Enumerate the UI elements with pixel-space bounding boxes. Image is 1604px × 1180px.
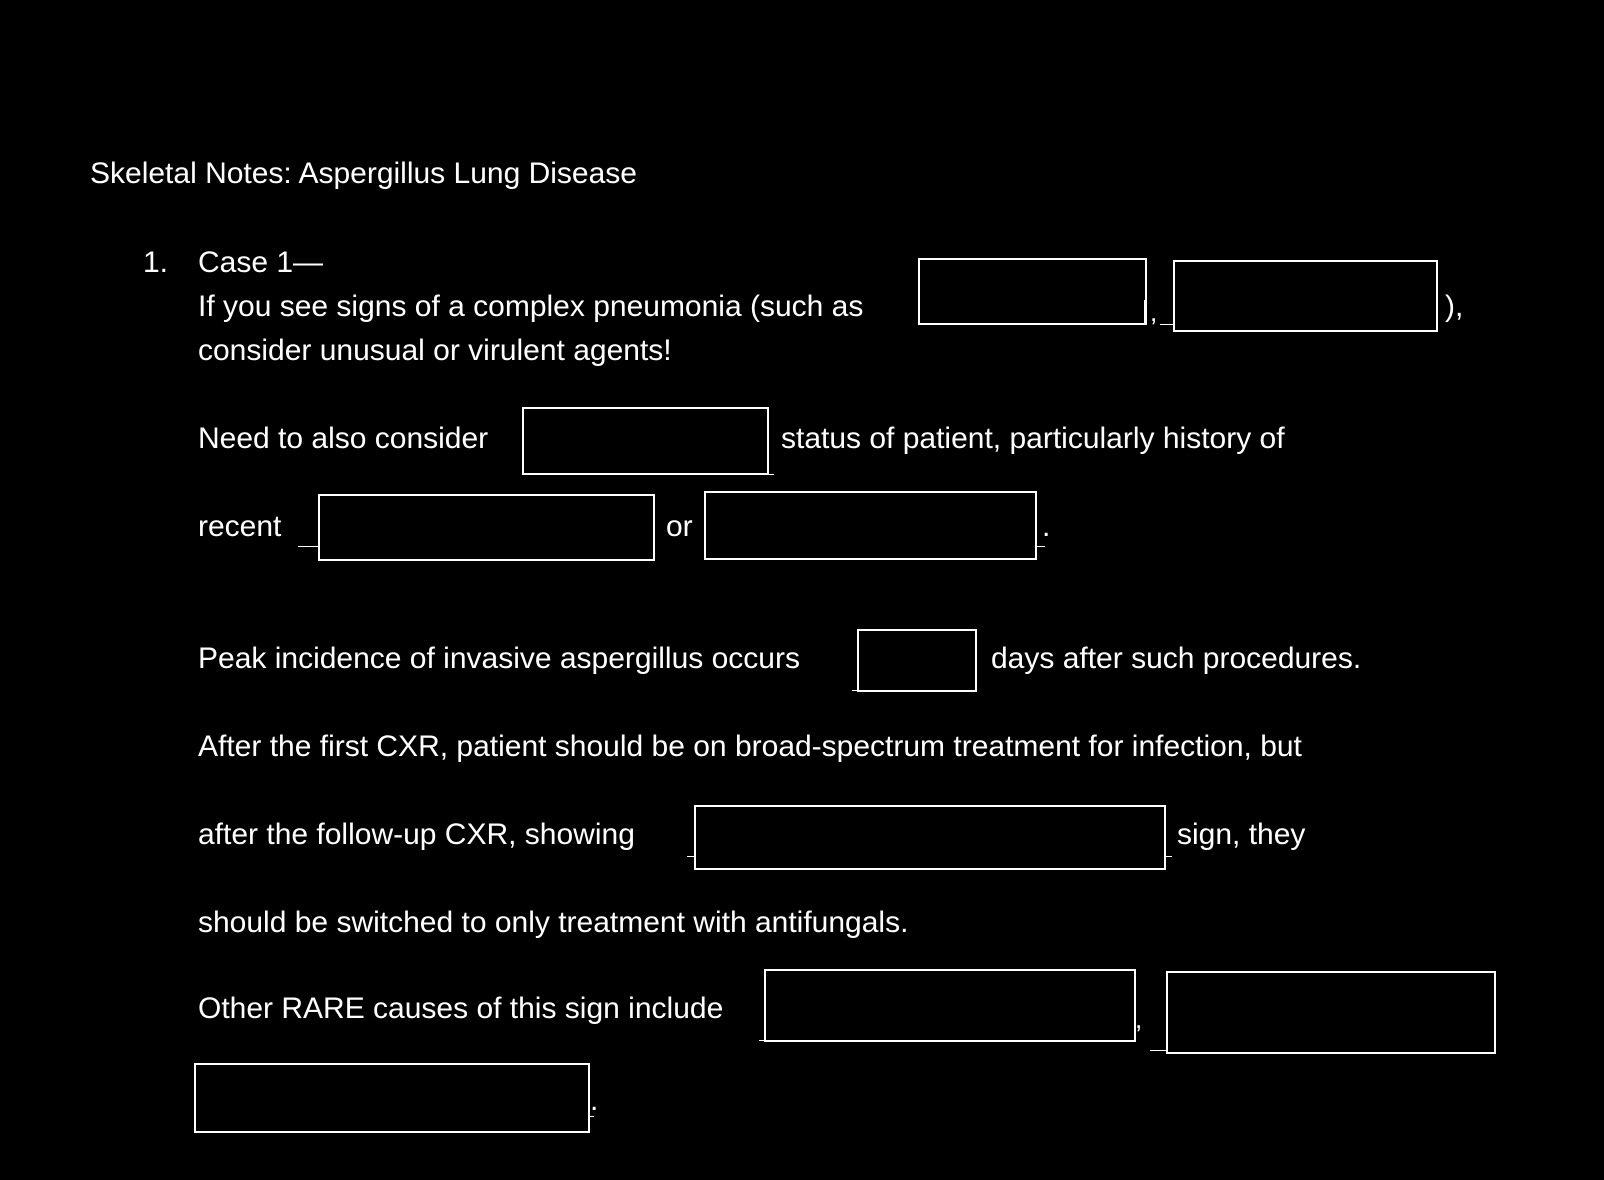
line-after-first-cxr: After the first CXR, patient should be o… <box>198 730 1302 763</box>
blank-box-pneumonia-sign-1[interactable] <box>918 258 1147 325</box>
blank-box-cxr-sign[interactable] <box>694 805 1166 870</box>
line1-close-paren: ), <box>1445 290 1464 323</box>
blank-box-rare-cause-1[interactable] <box>764 969 1136 1042</box>
blank-underline <box>769 474 774 475</box>
blank-underline <box>1150 1050 1167 1051</box>
blank-underline <box>852 690 858 691</box>
case-heading: Case 1— <box>198 246 324 279</box>
blank-underline <box>298 546 318 547</box>
blank-box-recent-procedure-2[interactable] <box>704 491 1037 560</box>
line-follow-up-cxr: after the follow-up CXR, showing <box>198 818 635 851</box>
blank-box-rare-cause-3[interactable] <box>194 1063 590 1133</box>
line-complex-pneumonia: If you see signs of a complex pneumonia … <box>198 290 864 323</box>
blank-box-recent-procedure-1[interactable] <box>318 494 655 561</box>
word-or: or <box>666 510 693 543</box>
blank-box-pneumonia-sign-2[interactable] <box>1173 260 1438 332</box>
line-recent: recent <box>198 510 282 543</box>
line-days-after: days after such procedures. <box>991 642 1362 675</box>
comma-separator-2: , <box>1135 1004 1143 1034</box>
blank-box-days[interactable] <box>857 629 977 692</box>
line-status-history: status of patient, particularly history … <box>781 422 1285 455</box>
blank-underline <box>1037 546 1045 547</box>
blank-underline <box>1160 324 1174 325</box>
line-sign-they: sign, they <box>1177 818 1306 851</box>
blank-underline-tick <box>1144 300 1145 324</box>
blank-box-rare-cause-2[interactable] <box>1166 971 1496 1054</box>
line-consider-status: Need to also consider <box>198 422 489 455</box>
line-rare-causes: Other RARE causes of this sign include <box>198 992 724 1025</box>
line4-period: . <box>1042 510 1051 543</box>
comma-separator: , <box>1150 297 1158 327</box>
line-consider-agents: consider unusual or virulent agents! <box>198 334 672 367</box>
line-peak-incidence: Peak incidence of invasive aspergillus o… <box>198 642 800 675</box>
blank-box-immune-status[interactable] <box>522 407 769 475</box>
blank-underline <box>687 856 695 857</box>
blank-underline <box>1166 856 1172 857</box>
line-switch-antifungals: should be switched to only treatment wit… <box>198 906 909 939</box>
list-number: 1. <box>143 246 169 279</box>
blank-underline <box>590 1116 594 1117</box>
blank-underline <box>759 1040 765 1041</box>
page-title: Skeletal Notes: Aspergillus Lung Disease <box>90 157 637 190</box>
line10-period: . <box>590 1084 599 1117</box>
